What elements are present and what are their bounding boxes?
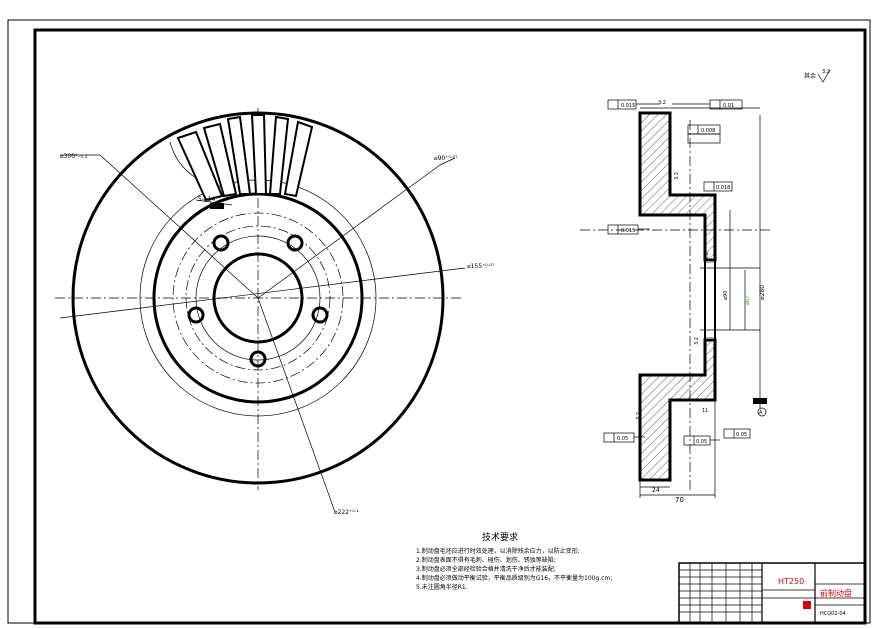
drawing-number: HCQ02-04	[820, 611, 846, 617]
roughness-others-label: 其余	[804, 72, 816, 80]
bolt-hole	[311, 306, 329, 324]
tol-mid-box: 0.008	[701, 128, 715, 134]
tol-left-mid: 0.015	[621, 228, 635, 234]
leader-hub-dia	[257, 164, 441, 299]
outer-rim-circle	[71, 111, 445, 485]
title-block	[678, 562, 866, 624]
tech-requirement-item: 2.制动盘表面不得有毛刺、碰伤、划伤、锈蚀等缺陷;	[416, 556, 556, 564]
dim-280: ⌀280	[759, 285, 766, 300]
roughness-1: 3.2	[674, 172, 680, 180]
front-view	[55, 108, 466, 513]
tech-requirement-item: 5.未注圆角半径R1.	[416, 583, 468, 591]
roughness-symbol	[817, 69, 831, 83]
bolt-hole	[286, 234, 304, 252]
inner-frame	[33, 28, 867, 625]
tol-top-left: 0.015	[621, 103, 635, 109]
dim-24: 24	[652, 487, 660, 494]
datum-label: A	[759, 410, 763, 416]
material-label: HT250	[778, 577, 804, 586]
tech-requirement-item: 1.制动盘毛坯应进行时效处理，以消除残余应力，以防止变形;	[416, 547, 580, 555]
tol-bottom-mid: 0.05	[696, 439, 707, 445]
bolt-hole	[212, 234, 230, 252]
bolt-holes	[187, 234, 329, 368]
vent-vanes	[169, 114, 314, 209]
tech-requirement-item: 3.制动盘必须全部经检验合格并清洗干净后才能装配;	[416, 565, 556, 573]
dim-11: 11	[702, 408, 708, 414]
tech-requirement-item: 4.制动盘必须做动平衡试验，平衡品质级别为G16，不平衡量为100g.cm;	[416, 574, 612, 582]
center-bore-circle	[212, 252, 304, 344]
outer-diameter-label: ⌀300⁰₋₀.₂	[60, 153, 88, 160]
tol-right-small: 0.018	[716, 185, 730, 191]
bolt-hole	[249, 350, 267, 368]
leader-edge-dia	[257, 297, 336, 513]
leader-bolt-circle	[59, 267, 466, 319]
roughness-others-value: 3.2	[822, 69, 830, 75]
tolerance-frames	[603, 99, 751, 446]
dim-green: ⌀67	[745, 296, 751, 305]
hole-callout-label: 5-⌀14	[198, 196, 215, 203]
section-view	[580, 99, 770, 498]
tol-bottom-right: 0.05	[736, 432, 747, 438]
leader-outer-dia	[99, 154, 259, 299]
dim-70: 70	[675, 496, 684, 504]
tech-requirements-title: 技术要求	[482, 531, 518, 543]
hub-wall	[704, 259, 716, 341]
hole-marker	[210, 203, 224, 209]
roughness-5: 3.2	[658, 100, 666, 106]
outer-frame	[7, 19, 871, 624]
bolt-circle	[172, 212, 344, 384]
roughness-2: 3.2	[704, 252, 710, 260]
roughness-4: 3.2	[636, 412, 642, 420]
hub-diameter-label: ⌀90⁺⁰·⁰⁷	[434, 155, 458, 162]
dim-90: ⌀90	[723, 291, 729, 300]
edge-diameter-label: ⌀222⁺⁰·¹	[334, 509, 360, 516]
roughness-3: 3.2	[694, 337, 700, 345]
pitch-circle	[185, 225, 331, 371]
inner-step-circle	[195, 235, 321, 361]
tol-bottom-left: 0.05	[617, 436, 628, 442]
tol-top-right: 0.01	[723, 103, 734, 109]
bolt-circle-label: ⌀155⁺⁰·⁰⁷	[467, 263, 495, 270]
bolt-hole	[187, 306, 205, 324]
part-name-label: 前制动盘	[820, 588, 852, 598]
